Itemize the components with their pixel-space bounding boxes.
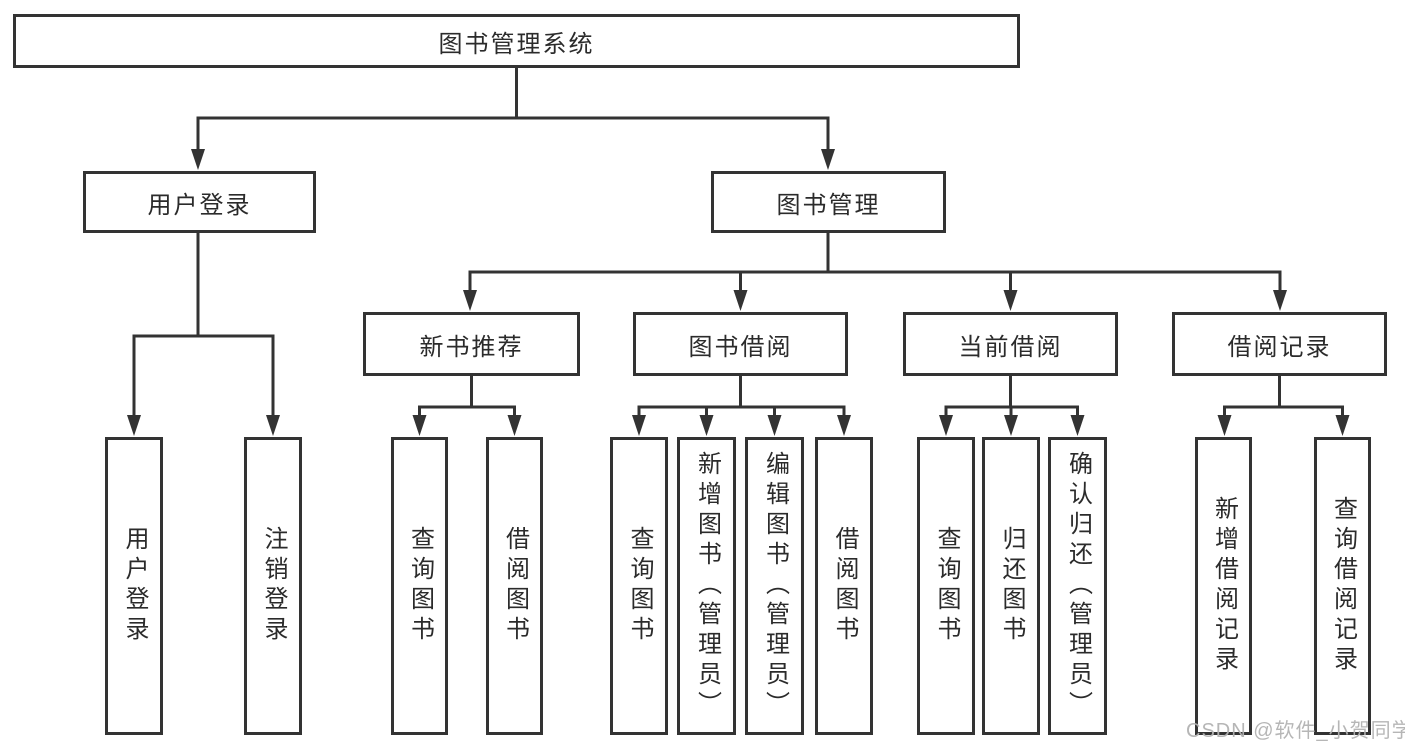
arrow-down-icon xyxy=(1335,415,1350,436)
node-root-label: 图书管理系统 xyxy=(438,30,595,58)
arrow-down-icon xyxy=(1070,415,1085,436)
leaf-query-borrow-record-label: 查询借阅记录 xyxy=(1329,496,1357,676)
leaf-query-books-2: 查询图书 xyxy=(610,437,668,735)
node-new-book-recommend: 新书推荐 xyxy=(363,312,580,376)
node-current-borrow-label: 当前借阅 xyxy=(958,333,1063,361)
arrow-down-icon xyxy=(733,290,748,311)
arrow-down-icon xyxy=(266,415,280,436)
leaf-query-books-1-label: 查询图书 xyxy=(406,526,434,646)
arrow-down-icon xyxy=(699,415,714,436)
leaf-query-books-1: 查询图书 xyxy=(391,437,448,735)
arrow-down-icon xyxy=(412,415,427,436)
arrow-down-icon xyxy=(767,415,782,436)
node-borrow-records: 借阅记录 xyxy=(1172,312,1387,376)
arrow-down-icon xyxy=(127,415,141,436)
leaf-return-book-label: 归还图书 xyxy=(998,526,1025,646)
leaf-user-login: 用户登录 xyxy=(105,437,163,735)
leaf-add-borrow-record: 新增借阅记录 xyxy=(1195,437,1252,735)
arrow-down-icon xyxy=(821,149,835,170)
node-book-management: 图书管理 xyxy=(711,171,946,233)
leaf-borrow-books-1: 借阅图书 xyxy=(486,437,543,735)
leaf-query-books-3: 查询图书 xyxy=(917,437,975,735)
node-new-book-recommend-label: 新书推荐 xyxy=(419,333,524,361)
leaf-add-book-admin-label: 新增图书（管理员） xyxy=(693,451,721,721)
leaf-user-login-label: 用户登录 xyxy=(121,526,148,646)
node-user-login-label: 用户登录 xyxy=(147,191,252,219)
leaf-add-borrow-record-label: 新增借阅记录 xyxy=(1210,496,1238,676)
leaf-query-books-3-label: 查询图书 xyxy=(933,526,960,646)
csdn-watermark: CSDN @软件_小贺同学 xyxy=(1186,720,1405,742)
node-root: 图书管理系统 xyxy=(13,14,1020,68)
leaf-query-borrow-record: 查询借阅记录 xyxy=(1314,437,1371,735)
arrow-down-icon xyxy=(939,415,953,436)
leaf-return-book: 归还图书 xyxy=(982,437,1040,735)
arrow-down-icon xyxy=(463,290,477,311)
leaf-confirm-return-admin-label: 确认归还（管理员） xyxy=(1064,451,1092,721)
leaf-borrow-books-1-label: 借阅图书 xyxy=(501,526,529,646)
leaf-edit-book-admin-label: 编辑图书（管理员） xyxy=(761,451,789,721)
arrowheads xyxy=(127,149,1350,436)
arrow-down-icon xyxy=(191,149,205,170)
arrow-down-icon xyxy=(1003,290,1018,311)
leaf-borrow-books-2-label: 借阅图书 xyxy=(831,526,858,646)
arrow-down-icon xyxy=(837,415,851,436)
arrow-down-icon xyxy=(1217,415,1232,436)
node-user-login: 用户登录 xyxy=(83,171,316,233)
arrow-down-icon xyxy=(507,415,522,436)
node-current-borrow: 当前借阅 xyxy=(903,312,1118,376)
connector-lines xyxy=(132,68,1344,419)
leaf-add-book-admin: 新增图书（管理员） xyxy=(677,437,736,735)
node-book-management-label: 图书管理 xyxy=(776,191,881,219)
arrow-down-icon xyxy=(632,415,646,436)
leaf-borrow-books-2: 借阅图书 xyxy=(815,437,873,735)
leaf-edit-book-admin: 编辑图书（管理员） xyxy=(745,437,804,735)
leaf-query-books-2-label: 查询图书 xyxy=(626,526,653,646)
node-borrow-records-label: 借阅记录 xyxy=(1227,333,1332,361)
node-book-borrow: 图书借阅 xyxy=(633,312,848,376)
arrow-down-icon xyxy=(1004,415,1018,436)
leaf-confirm-return-admin: 确认归还（管理员） xyxy=(1048,437,1107,735)
arrow-down-icon xyxy=(1273,290,1287,311)
leaf-logout: 注销登录 xyxy=(244,437,302,735)
node-book-borrow-label: 图书借阅 xyxy=(688,333,793,361)
leaf-logout-label: 注销登录 xyxy=(260,526,287,646)
